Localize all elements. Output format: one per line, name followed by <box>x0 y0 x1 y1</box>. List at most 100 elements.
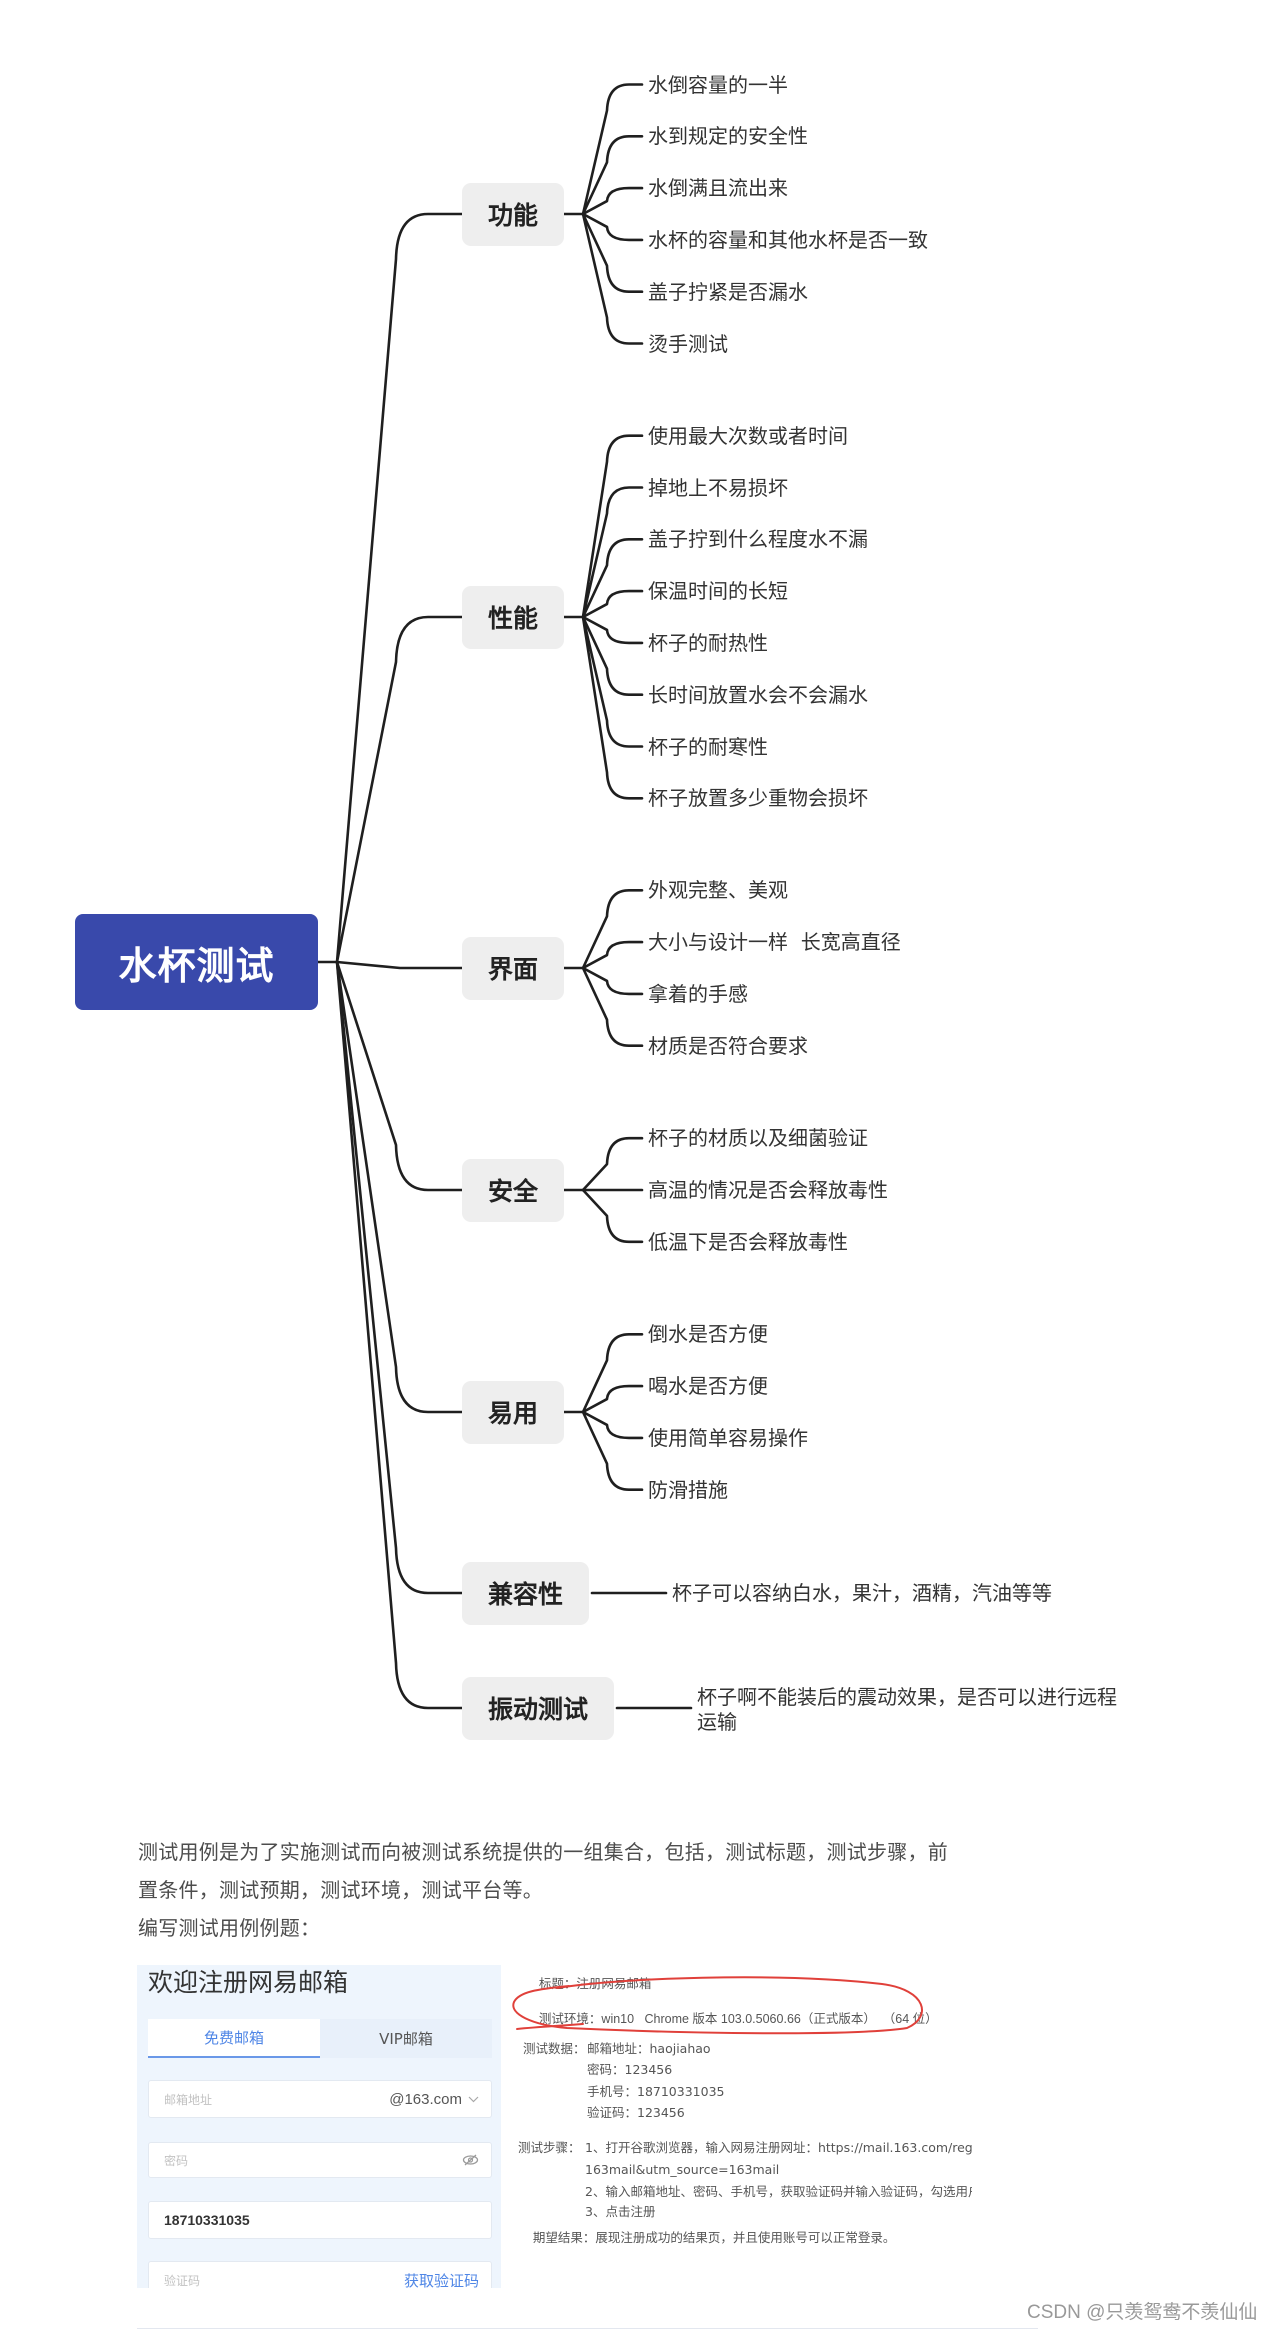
testcase-step: 2、输入邮箱地址、密码、手机号，获取验证码并输入验证码，勾选用户 <box>585 2184 972 2199</box>
testcase-step: 163mail&utm_source=163mail <box>585 2162 780 2177</box>
get-captcha-link[interactable]: 获取验证码 <box>403 2271 479 2289</box>
leaf-connector <box>581 615 644 800</box>
phone-field[interactable]: 18710331035 <box>148 2201 492 2239</box>
leaf-item: 保温时间的长短 <box>648 579 788 604</box>
leaf-connector <box>581 1136 644 1192</box>
email-placeholder: 邮箱地址 <box>164 2092 213 2107</box>
leaf-item: 喝水是否方便 <box>648 1374 768 1399</box>
leaf-connector <box>581 434 644 619</box>
branch-label: 性能 <box>488 604 539 633</box>
branch-node: 振动测试 <box>462 1676 615 1740</box>
leaf-connector <box>581 212 644 242</box>
leaf-connector <box>581 1333 644 1414</box>
domain-select[interactable]: @163.com <box>389 2091 479 2108</box>
branch-label: 振动测试 <box>488 1695 589 1724</box>
branch-node: 兼容性 <box>462 1561 590 1625</box>
leaf-item: 杯子的耐寒性 <box>648 734 768 759</box>
testcase-step: 1、打开谷歌浏览器，输入网易注册网址：https://mail.163.com/… <box>585 2140 972 2155</box>
leaf-item: 杯子可以容纳白水，果汁，酒精，汽油等等 <box>672 1581 1052 1605</box>
registration-panel: 欢迎注册网易邮箱 免费邮箱 VIP邮箱 邮箱地址 @163.com 密码 187… <box>137 1965 501 2288</box>
leaf-connector <box>581 1410 644 1440</box>
branch-label: 安全 <box>488 1177 539 1206</box>
testcase-data-item: 邮箱地址：haojiahao <box>587 2041 711 2056</box>
captcha-placeholder: 验证码 <box>164 2273 201 2288</box>
testcase-env-label: 测试环境： <box>538 2011 602 2026</box>
testcase-step: 3、点击注册 <box>585 2204 656 2219</box>
leaf-item: 水倒容量的一半 <box>648 72 788 97</box>
phone-value: 18710331035 <box>164 2212 250 2228</box>
leaf-item: 倒水是否方便 <box>648 1322 768 1347</box>
captcha-field[interactable]: 验证码 获取验证码 <box>148 2261 492 2288</box>
leaf-item: 使用简单容易操作 <box>648 1425 808 1450</box>
leaf-item: 拿着的手感 <box>648 981 748 1006</box>
leaf-item: 高温的情况是否会释放毒性 <box>648 1178 888 1202</box>
intro-line: 测试用例是为了实施测试而向被测试系统提供的一组集合，包括，测试标题，测试步骤，前 <box>138 1840 948 1864</box>
branch-node: 界面 <box>462 936 565 1000</box>
tab-free-mail[interactable]: 免费邮箱 <box>148 2019 320 2058</box>
testcase-expected-label: 期望结果： <box>532 2230 596 2245</box>
tab-vip-mail[interactable]: VIP邮箱 <box>320 2019 492 2058</box>
testcase-data-item: 手机号：18710331035 <box>587 2084 725 2099</box>
testcase-data-item: 验证码：123456 <box>587 2105 685 2120</box>
branch-label: 兼容性 <box>488 1580 564 1609</box>
leaf-connector <box>581 1384 644 1414</box>
leaf-connector <box>581 966 644 996</box>
testcase-data-label: 测试数据： <box>523 2041 586 2056</box>
leaf-item: 水杯的容量和其他水杯是否一致 <box>648 227 928 252</box>
branch-connector <box>335 960 464 970</box>
annotation-loop <box>512 1976 923 2035</box>
leaf-connector <box>581 135 644 216</box>
leaf-connector <box>581 212 644 345</box>
testcase-expected: 期望结果：展现注册成功的结果页，并且使用账号可以正常登录。 <box>517 2214 896 2262</box>
csdn-watermark: CSDN @只羡鸳鸯不羡仙仙 <box>1027 2302 1258 2323</box>
password-placeholder: 密码 <box>164 2153 189 2168</box>
testcase-env-value: win10 Chrome 版本 103.0.5060.66（正式版本） （64 … <box>601 2012 938 2026</box>
leaf-connector <box>581 1188 644 1244</box>
leaf-connector <box>581 186 644 216</box>
red-annotation-circle <box>512 1976 923 2035</box>
branch-connector <box>335 615 464 964</box>
chevron-down-icon <box>468 2096 479 2102</box>
leaf-item: 防滑措施 <box>648 1477 728 1502</box>
branch-connector <box>335 960 464 1595</box>
leaf-item: 杯子啊不能装后的震动效果，是否可以进行远程运输 <box>697 1685 1117 1734</box>
leaf-item: 杯子的耐热性 <box>648 630 768 655</box>
leaf-item: 盖子拧到什么程度水不漏 <box>648 527 868 552</box>
leaf-connector <box>581 966 644 1047</box>
mindmap-connectors <box>316 83 693 1710</box>
leaf-connector <box>581 889 644 970</box>
leaf-item: 盖子拧紧是否漏水 <box>648 279 808 304</box>
leaf-connector <box>581 589 644 619</box>
email-field[interactable]: 邮箱地址 @163.com <box>148 2080 492 2118</box>
leaf-item: 长时间放置水会不会漏水 <box>648 682 868 707</box>
leaf-connector <box>581 486 644 619</box>
leaf-item: 大小与设计一样 长宽高直径 <box>648 930 901 955</box>
testcase-environment: 测试环境：win10 Chrome 版本 103.0.5060.66（正式版本）… <box>523 1995 938 2043</box>
branch-connector <box>335 212 464 964</box>
annotation-underline <box>516 2023 584 2030</box>
testcase-expected-value: 展现注册成功的结果页，并且使用账号可以正常登录。 <box>595 2230 896 2245</box>
page-divider <box>137 2328 1038 2329</box>
password-field[interactable]: 密码 <box>148 2142 492 2178</box>
intro-line: 置条件，测试预期，测试环境，测试平台等。 <box>138 1878 543 1902</box>
leaf-item: 低温下是否会释放毒性 <box>648 1229 848 1254</box>
branch-connector <box>335 960 464 1414</box>
branch-connector <box>335 960 464 1710</box>
branch-connector <box>335 960 464 1192</box>
leaf-connector <box>581 615 644 645</box>
example-screenshot: 欢迎注册网易邮箱 免费邮箱 VIP邮箱 邮箱地址 @163.com 密码 187… <box>137 1962 972 2290</box>
leaf-item: 外观完整、美观 <box>648 878 788 903</box>
mail-type-tabs: 免费邮箱 VIP邮箱 <box>148 2019 492 2058</box>
intro-paragraph: 测试用例是为了实施测试而向被测试系统提供的一组集合，包括，测试标题，测试步骤，前… <box>138 1833 948 1947</box>
leaf-connector <box>581 212 644 293</box>
leaf-item: 使用最大次数或者时间 <box>648 423 848 448</box>
leaf-connector <box>581 940 644 970</box>
branch-node: 功能 <box>462 182 565 246</box>
leaf-connector <box>581 615 644 696</box>
leaf-connector <box>581 615 644 748</box>
eye-off-icon[interactable] <box>462 2154 479 2166</box>
leaf-item: 掉地上不易损坏 <box>648 475 788 500</box>
leaf-item: 烫手测试 <box>648 331 728 356</box>
registration-title: 欢迎注册网易邮箱 <box>148 1968 349 1997</box>
domain-value: @163.com <box>389 2090 462 2108</box>
